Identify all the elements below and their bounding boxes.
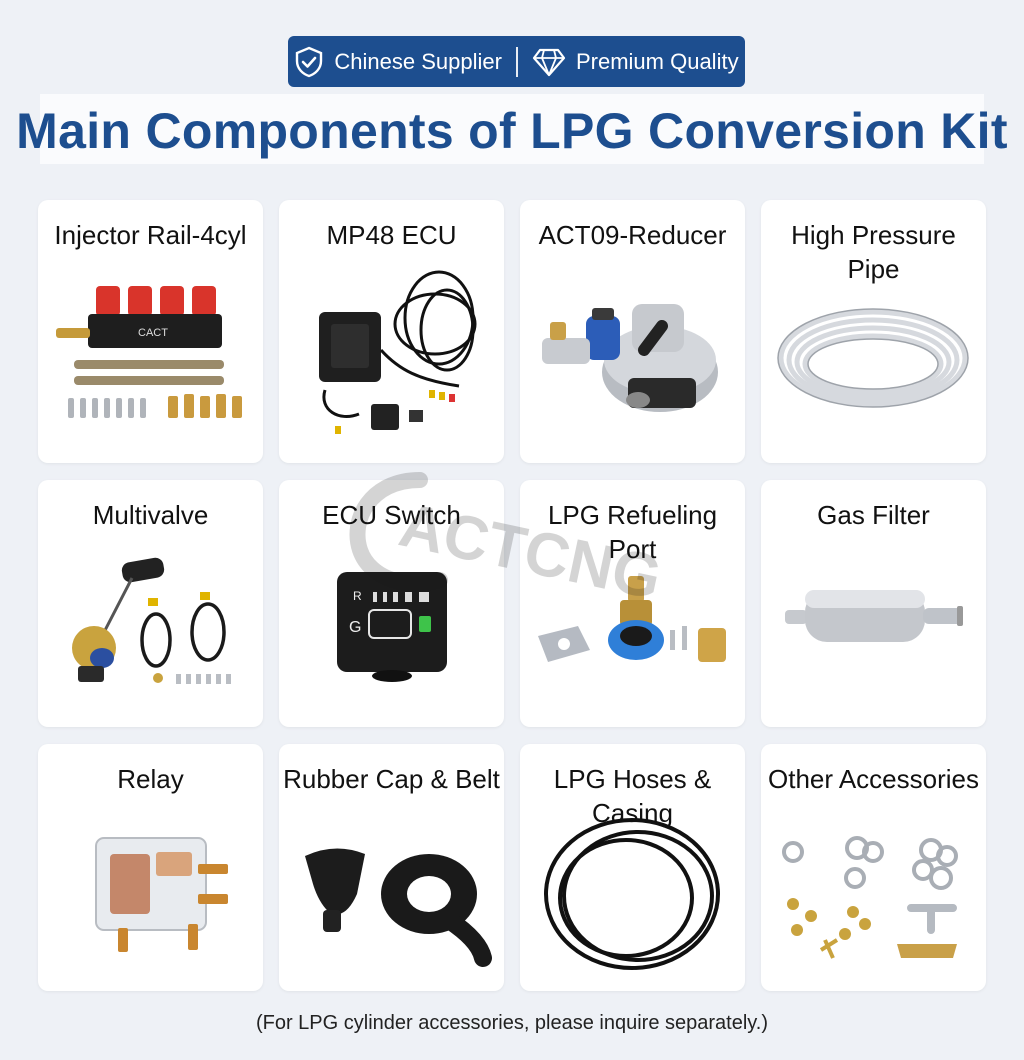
badge-quality: Premium Quality bbox=[532, 47, 739, 77]
page-title: Main Components of LPG Conversion Kit bbox=[16, 103, 1008, 159]
reducer-image bbox=[542, 304, 718, 412]
relay-image bbox=[95, 837, 228, 952]
component-label: MP48 ECU bbox=[326, 220, 457, 250]
component-card: ACT09-Reducer bbox=[520, 200, 745, 463]
refueling-port-image bbox=[538, 576, 726, 662]
badge-supplier: Chinese Supplier bbox=[294, 46, 502, 78]
component-card: Gas Filter bbox=[761, 480, 986, 727]
badge-divider bbox=[515, 46, 518, 77]
component-card: Rubber Cap & Belt bbox=[279, 744, 504, 991]
coiled-pipe-image bbox=[777, 308, 969, 408]
component-card: LPG Hoses & Casing bbox=[520, 744, 745, 991]
component-label: Rubber Cap & Belt bbox=[283, 764, 500, 794]
header-badge: Chinese Supplier Premium Quality bbox=[288, 36, 745, 87]
switch-letter-r: R bbox=[353, 589, 362, 603]
component-label: Multivalve bbox=[92, 500, 209, 530]
rubber-cap-image bbox=[305, 848, 492, 967]
component-label: ACT09-Reducer bbox=[538, 220, 727, 250]
component-label: Relay bbox=[117, 764, 184, 794]
shield-check-icon bbox=[296, 46, 323, 77]
injector-rail-image: CACT bbox=[56, 286, 242, 418]
clamps-image bbox=[782, 836, 958, 959]
component-card: LPG Refueling Port bbox=[520, 480, 745, 727]
gas-filter-image bbox=[785, 590, 963, 642]
component-label: ECU Switch bbox=[322, 500, 461, 530]
rail-logo-text: CACT bbox=[138, 327, 168, 339]
badge-quality-text: Premium Quality bbox=[575, 48, 739, 74]
component-card: Other Accessories bbox=[761, 744, 986, 991]
component-label: Injector Rail-4cyl bbox=[54, 220, 247, 250]
switch-panel-image: R G bbox=[337, 572, 447, 682]
badge-supplier-text: Chinese Supplier bbox=[334, 48, 502, 74]
component-grid: CACT Injector Rail-4cyl bbox=[38, 200, 988, 991]
component-label: High Pressure Pipe bbox=[791, 220, 956, 284]
multivalve-image bbox=[72, 557, 231, 684]
component-label: LPG Refueling Port bbox=[547, 500, 718, 564]
title-band bbox=[40, 94, 984, 164]
footnote: (For LPG cylinder accessories, please in… bbox=[255, 1012, 769, 1034]
component-label: Other Accessories bbox=[768, 764, 979, 794]
component-label: LPG Hoses & Casing bbox=[553, 764, 712, 828]
component-label: Gas Filter bbox=[817, 500, 930, 530]
component-card: CACT Injector Rail-4cyl bbox=[38, 200, 263, 463]
hose-coil-image bbox=[544, 818, 720, 970]
diamond-icon bbox=[532, 48, 566, 76]
component-card: High Pressure Pipe bbox=[761, 200, 986, 463]
switch-letter-g: G bbox=[349, 619, 361, 636]
ecu-wiring-image bbox=[319, 270, 477, 434]
component-card: Relay bbox=[38, 744, 263, 991]
component-card: Multivalve bbox=[38, 480, 263, 727]
component-card: R G ECU Switch bbox=[279, 480, 504, 727]
component-card: MP48 ECU bbox=[279, 200, 504, 463]
